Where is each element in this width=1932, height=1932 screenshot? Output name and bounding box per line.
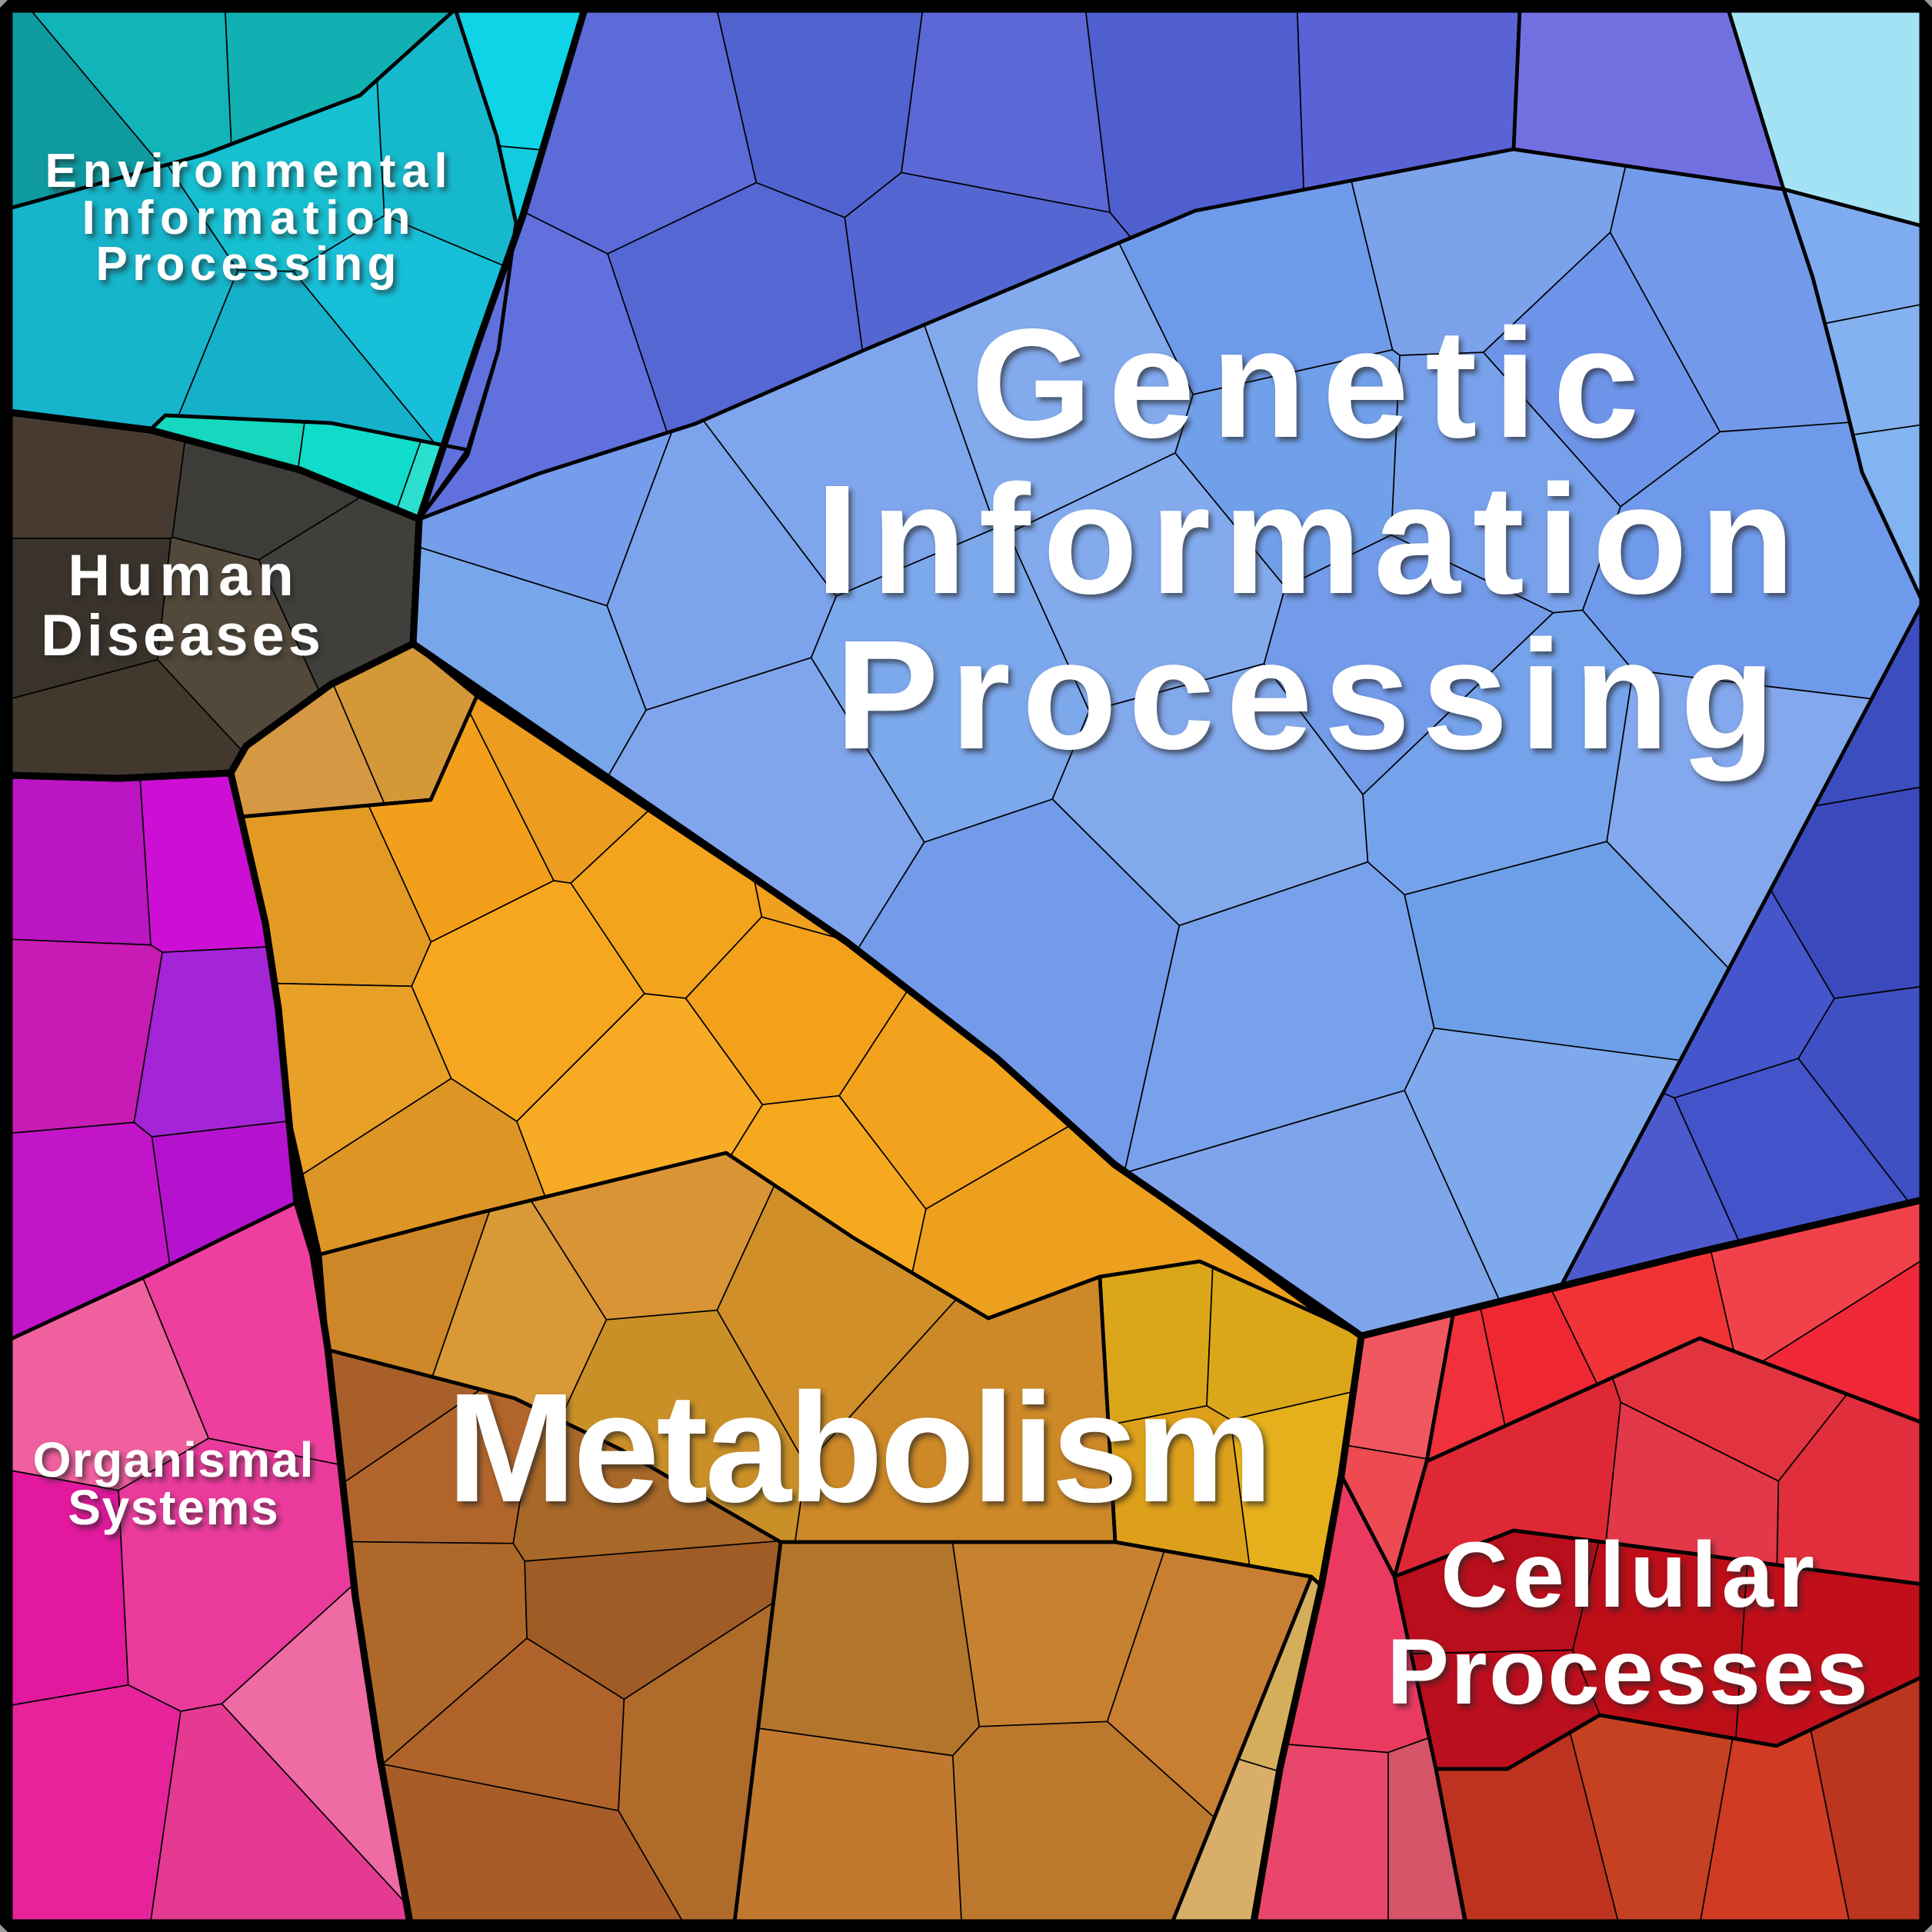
svg-text:Organismal: Organismal [33, 1432, 315, 1487]
svg-text:Human: Human [68, 543, 301, 608]
svg-text:Metabolism: Metabolism [447, 1361, 1270, 1534]
svg-text:Environmental: Environmental [45, 145, 454, 198]
svg-text:Genetic: Genetic [971, 296, 1656, 470]
svg-text:Information: Information [82, 192, 418, 245]
svg-text:Processes: Processes [1387, 1619, 1870, 1724]
svg-text:Information: Information [816, 452, 1807, 626]
svg-text:Systems: Systems [68, 1480, 279, 1535]
svg-text:Diseases: Diseases [41, 603, 325, 668]
svg-text:Processing: Processing [95, 238, 401, 291]
svg-text:Cellular: Cellular [1441, 1522, 1819, 1627]
svg-text:Processing: Processing [835, 608, 1787, 781]
